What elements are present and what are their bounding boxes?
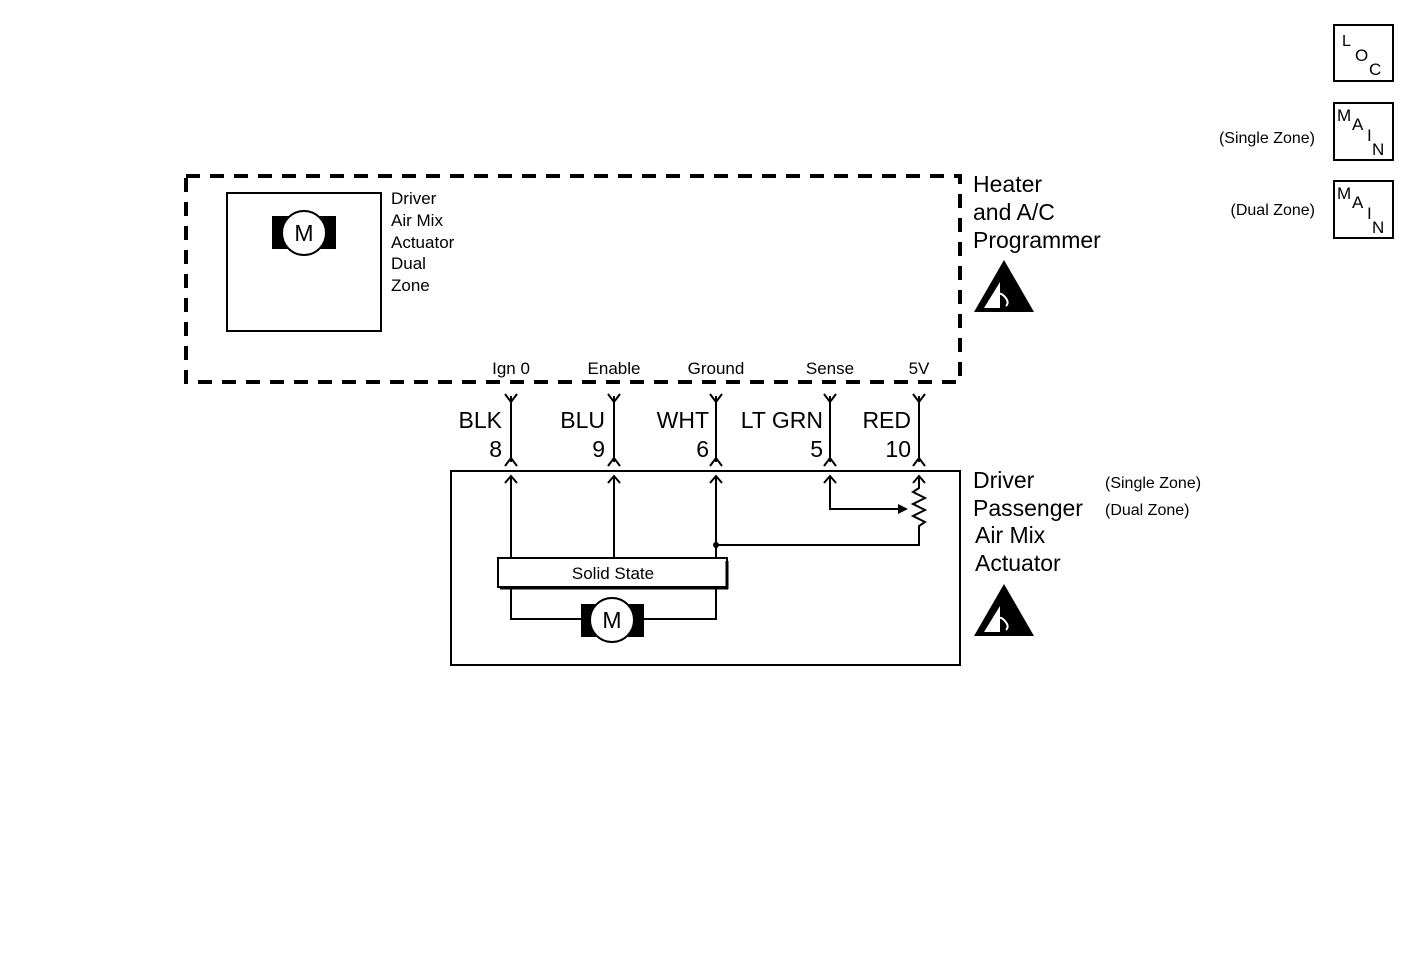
programmer-boundary <box>184 174 962 384</box>
actuator-title-line-4: Actuator <box>975 550 1061 576</box>
pin-function-label: Ground <box>688 359 745 378</box>
main-letter-m: M <box>1337 184 1351 203</box>
main-letter-n: N <box>1372 218 1384 237</box>
loc-letter-o: O <box>1355 46 1368 65</box>
wire-color-label: WHT <box>657 407 709 433</box>
actuator-internal-circuit <box>497 474 928 643</box>
inner-label-line-2: Air Mix <box>391 211 443 230</box>
programmer-title-line-1: Heater <box>973 171 1042 197</box>
inner-actuator-box <box>226 192 382 332</box>
main-badge-single-zone: M A I N <box>1333 102 1394 161</box>
wire-color-label: RED <box>862 407 911 433</box>
main-letter-n: N <box>1372 140 1384 159</box>
pin-function-label: Ign 0 <box>492 359 530 378</box>
inner-label-line-1: Driver <box>391 189 437 208</box>
motor-letter: M <box>602 607 621 633</box>
wire-blu <box>607 393 621 467</box>
main-letter-i: I <box>1367 126 1372 145</box>
wire-blk <box>504 393 518 467</box>
loc-badge: L O C <box>1333 24 1394 82</box>
main-letter-m: M <box>1337 106 1351 125</box>
actuator-zone-note-dual: (Dual Zone) <box>1105 502 1189 519</box>
wire-color-label: BLK <box>459 407 503 433</box>
actuator-boundary <box>450 470 961 666</box>
wire-red <box>912 393 926 467</box>
dual-zone-label: (Dual Zone) <box>1231 202 1315 219</box>
actuator-zone-note-single: (Single Zone) <box>1105 475 1201 492</box>
wire-color-label: LT GRN <box>741 407 823 433</box>
pin-number-label: 5 <box>810 436 823 462</box>
loc-letter-l: L <box>1342 33 1351 50</box>
main-badge-dual-zone: M A I N <box>1333 180 1394 239</box>
inner-label-line-3: Actuator <box>391 233 455 252</box>
actuator-title-line-2: Passenger <box>973 495 1083 521</box>
actuator-title-line-1: Driver <box>973 467 1035 493</box>
programmer-title-line-2: and A/C <box>973 199 1055 225</box>
motor-icon: M <box>272 210 336 256</box>
main-letter-i: I <box>1367 204 1372 223</box>
wire-wht <box>709 393 723 467</box>
main-letter-a: A <box>1352 193 1364 212</box>
esd-warning-icon <box>973 583 1035 637</box>
programmer-title-line-3: Programmer <box>973 227 1101 253</box>
esd-warning-icon <box>973 259 1035 313</box>
pin-number-label: 6 <box>696 436 709 462</box>
single-zone-label: (Single Zone) <box>1219 130 1315 147</box>
pin-number-label: 9 <box>592 436 605 462</box>
pin-function-label: Enable <box>588 359 641 378</box>
pin-number-label: 10 <box>885 436 911 462</box>
actuator-title-line-3: Air Mix <box>975 522 1046 548</box>
wire-lt-grn <box>823 393 837 467</box>
pin-number-label: 8 <box>489 436 502 462</box>
inner-label-line-4: Dual <box>391 254 426 273</box>
pin-function-label: Sense <box>806 359 854 378</box>
motor-letter: M <box>294 220 313 246</box>
pin-function-label: 5V <box>909 359 930 378</box>
main-letter-a: A <box>1352 115 1364 134</box>
inner-label-line-5: Zone <box>391 276 430 295</box>
solid-state-label: Solid State <box>572 564 654 583</box>
loc-letter-c: C <box>1369 60 1381 79</box>
wire-color-label: BLU <box>560 407 605 433</box>
